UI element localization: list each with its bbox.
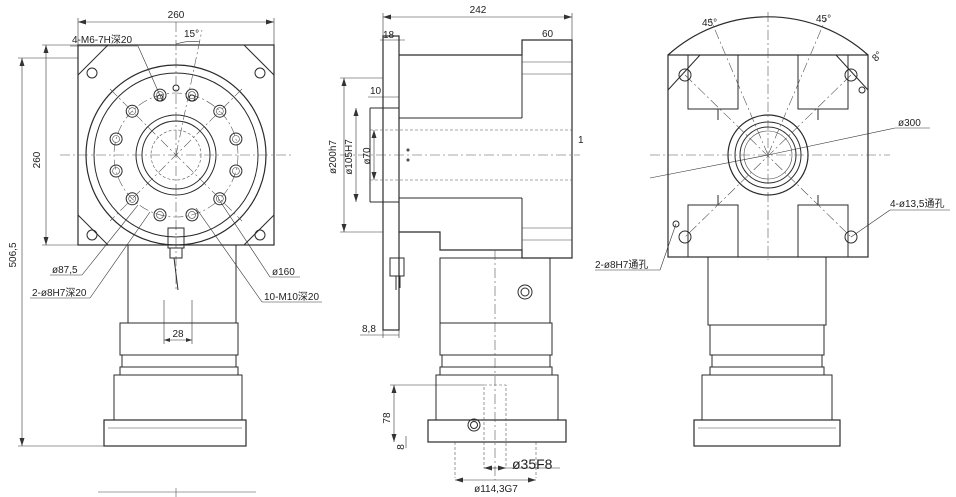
dim-total-height: 506,5 — [8, 242, 19, 267]
bolt-hole — [213, 192, 227, 206]
corner-hole — [86, 67, 98, 79]
dim-1: 1 — [578, 135, 584, 146]
dim-width-260: 260 — [168, 10, 185, 21]
bolt-hole-inner — [216, 195, 224, 203]
bolt-hole-inner — [216, 107, 224, 115]
callout-d300: ø300 — [898, 118, 921, 129]
callout-tapped-holes: 4-M6-7H深20 — [72, 34, 132, 46]
bolt-hole-inner — [128, 107, 136, 115]
bolt-hole-inner — [156, 91, 164, 99]
side-flange-plate — [382, 35, 400, 331]
bolt-hole — [213, 104, 227, 118]
dim-key-28: 28 — [172, 329, 184, 340]
bolt-hole-inner — [128, 195, 136, 203]
dim-60: 60 — [542, 29, 554, 40]
bolt-hole-inner — [232, 135, 240, 143]
dim-flange-18: 18 — [383, 30, 395, 41]
callout-m10-holes: 10-M10深20 — [264, 291, 319, 303]
bolt-hole — [125, 104, 139, 118]
dim-shaft-35: ø35F8 — [512, 456, 553, 472]
callout-d160: ø160 — [272, 267, 295, 278]
angle-small-8: 8° — [870, 50, 885, 65]
bolt-hole — [109, 132, 123, 146]
corner-hole — [254, 229, 266, 241]
corner-hole — [254, 67, 266, 79]
bolt-hole — [229, 132, 243, 146]
side-view: 242 18 60 10 ø200h7 ø105H7 ø70 1 8,8 78 — [328, 5, 584, 495]
bolt-hole-inner — [188, 211, 196, 219]
callout-pin-through: 2-ø8H7通孔 — [595, 259, 648, 271]
bolt-hole — [229, 164, 243, 178]
bolt-hole — [125, 192, 139, 206]
rear-view: 45° 45° 8° ø300 4-ø13,5通孔 2-ø8H7通孔 — [595, 12, 950, 447]
bolt-hole — [185, 208, 199, 222]
dim-10: 10 — [370, 86, 382, 97]
callout-d87-5: ø87,5 — [52, 265, 78, 276]
bolt-hole-inner — [112, 135, 120, 143]
bolt-hole — [153, 208, 167, 222]
dim-78: 78 — [382, 412, 393, 424]
dim-8-8: 8,8 — [362, 324, 376, 335]
corner-hole — [86, 229, 98, 241]
bolt-hole-inner — [112, 167, 120, 175]
bolt-hole — [109, 164, 123, 178]
front-motor-flange — [113, 374, 243, 421]
angle-left-45: 45° — [702, 18, 717, 29]
side-base-plate — [427, 419, 567, 443]
callout-through-holes: 4-ø13,5通孔 — [890, 198, 944, 210]
dim-length-242: 242 — [470, 5, 487, 16]
dim-d70: ø70 — [362, 147, 373, 165]
bolt-hole-inner — [232, 167, 240, 175]
bolt-hole-ring — [109, 84, 243, 222]
dim-height-260: 260 — [32, 151, 43, 168]
bolt-hole-inner — [156, 211, 164, 219]
front-base-plate — [103, 419, 247, 447]
dim-bore-114: ø114,3G7 — [474, 484, 518, 495]
tapped-hole — [188, 94, 196, 102]
angle-right-45: 45° — [816, 14, 831, 25]
dim-d200: ø200h7 — [328, 140, 339, 174]
callout-pin-holes: 2-ø8H7深20 — [32, 287, 87, 299]
front-view: 260 260 506,5 4-M6-7H深20 15° ø87,5 2-ø8H… — [8, 10, 322, 497]
dim-d105: ø105H7 — [344, 139, 355, 175]
side-main-body — [399, 39, 573, 259]
callout-angle-15: 15° — [184, 29, 199, 40]
dim-8: 8 — [396, 444, 407, 450]
